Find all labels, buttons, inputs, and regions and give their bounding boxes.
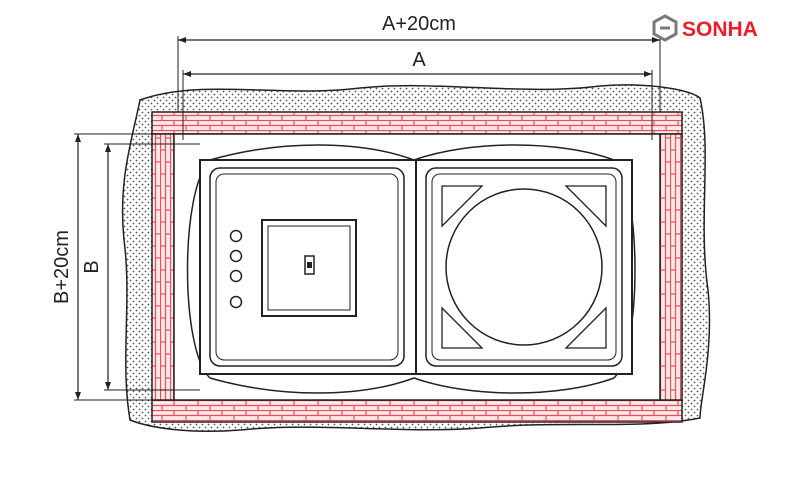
- brick-frame-bottom: [151, 399, 683, 423]
- brand-mark-icon: [652, 14, 678, 42]
- inner-height-label: B: [81, 260, 103, 273]
- dimension-inner-height: B: [81, 143, 200, 391]
- sink-rim-outline: [186, 144, 636, 394]
- brick-frame-right: [659, 133, 683, 401]
- outer-width-label: A+20cm: [382, 13, 456, 35]
- drain-strainer: [445, 188, 603, 346]
- dimension-inner-width: A: [183, 49, 652, 77]
- brand-logo: SONHA: [652, 14, 758, 42]
- outer-height-label: B+20cm: [51, 230, 73, 304]
- brick-frame-left: [151, 133, 175, 401]
- control-knob: [229, 229, 243, 243]
- brand-name: SONHA: [682, 18, 758, 41]
- basin-corner-bl: [441, 306, 484, 349]
- basin-corner-br: [564, 306, 607, 349]
- basin-corner-tr: [564, 185, 607, 228]
- control-knob: [229, 269, 243, 283]
- inner-width-label: A: [412, 49, 426, 71]
- control-knob: [229, 295, 243, 309]
- dimension-outer-height: B+20cm: [51, 133, 152, 401]
- dimension-outer-width: A+20cm: [178, 13, 660, 43]
- brick-frame-top: [151, 111, 683, 135]
- basin-corner-tl: [441, 185, 484, 228]
- control-knob: [229, 249, 243, 263]
